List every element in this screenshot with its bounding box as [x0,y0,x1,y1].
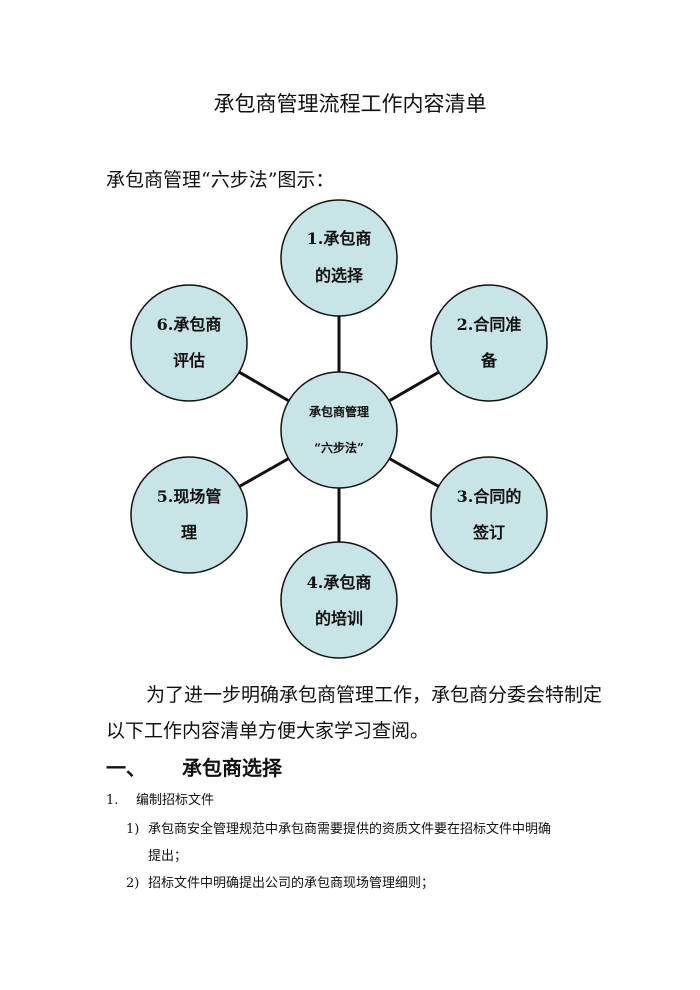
step-circle-3 [430,456,548,574]
step-3-line-1: 3.合同的 [457,487,522,506]
step-6-line-2: 评估 [173,351,205,370]
sub-item-text: 承包商安全管理规范中承包商需要提供的资质文件要在招标文件中明确 [148,822,552,837]
center-label-2: “六步法” [314,440,364,455]
sub-list-item: 1) 承包商安全管理规范中承包商需要提供的资质文件要在招标文件中明确 [126,818,551,837]
step-circle-6 [130,284,248,402]
sub-item-number: 1) [126,822,140,837]
section-title: 承包商选择 [182,756,282,780]
step-6-line-1: 6.承包商 [157,315,222,334]
step-3-line-2: 签订 [472,523,505,542]
intro-paragraph-line-2: 以下工作内容清单方便大家学习查阅。 [106,720,430,742]
step-circle-1 [280,199,398,317]
center-circle [280,371,398,489]
item-number: 1. [106,793,119,808]
step-1-line-2: 的选择 [315,266,364,285]
step-circle-5 [130,456,248,574]
step-5-line-2: 理 [181,523,197,542]
step-5-line-1: 5.现场管 [157,487,222,506]
step-circle-2 [430,284,548,402]
list-item: 1. 编制招标文件 [106,789,214,808]
section-number: 一、 [106,756,146,780]
step-1-line-1: 1.承包商 [307,229,372,248]
sub-item-continuation: 提出； [148,849,188,864]
sub-item-number: 2) [126,876,140,891]
center-label-1: 承包商管理 [309,404,369,419]
section-heading: 一、 承包商选择 [106,752,282,781]
step-4-line-2: 的培训 [315,609,363,628]
sub-item-text: 招标文件中明确提出公司的承包商现场管理细则； [148,876,435,891]
intro-paragraph-line-1: 为了进一步明确承包商管理工作，承包商分委会特制定 [146,684,603,706]
item-title: 编制招标文件 [136,793,215,808]
step-4-line-1: 4.承包商 [307,573,372,592]
step-circle-4 [280,541,398,659]
diagram-caption: 承包商管理“六步法”图示： [106,169,335,191]
step-2-line-2: 备 [480,351,498,370]
page-title: 承包商管理流程工作内容清单 [213,92,487,116]
step-2-line-1: 2.合同准 [457,315,522,334]
sub-list-item: 2) 招标文件中明确提出公司的承包商现场管理细则； [126,872,434,891]
